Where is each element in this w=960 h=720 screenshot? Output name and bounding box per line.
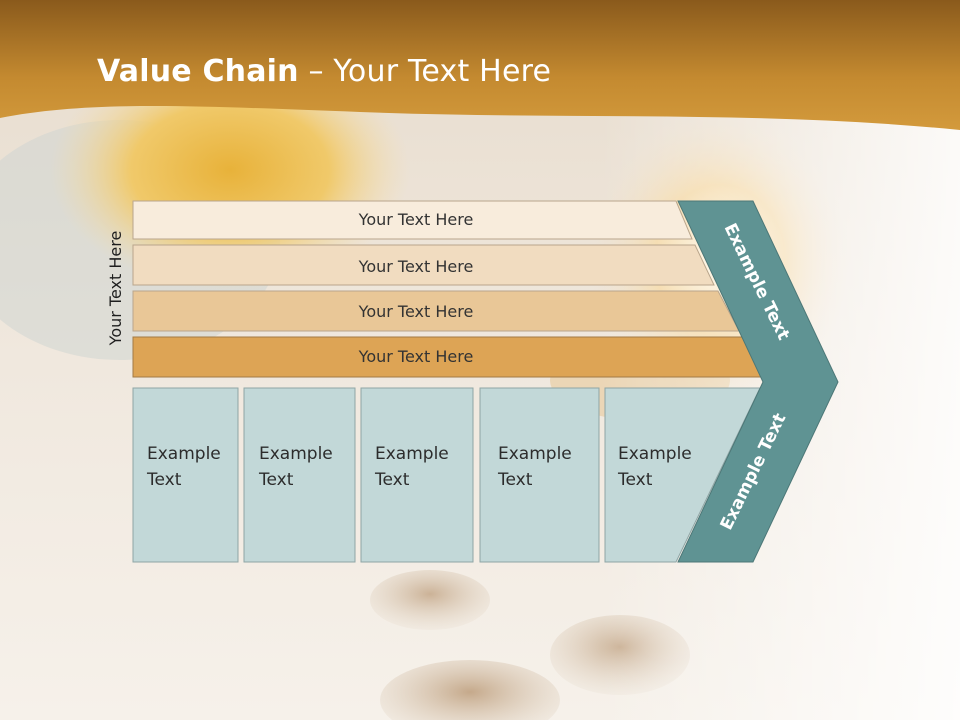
box-5-line1: Example [618, 444, 692, 464]
reflection-box-5-line1: Example [618, 662, 692, 682]
reflection-box-4 [479, 563, 600, 720]
bar-4-label: Your Text Here [358, 347, 474, 366]
reflection-box-1 [132, 563, 239, 720]
reflection-box-2 [243, 563, 356, 720]
bar-2-label: Your Text Here [358, 257, 474, 276]
reflection-box-3-line2: Text [374, 636, 410, 656]
reflection: Example Text Example Text Example Text E… [132, 563, 827, 720]
reflection-box-5-line2: Text [617, 636, 653, 656]
box-2-shape [243, 387, 356, 563]
box-2-line2: Text [258, 470, 294, 490]
chevron-shape [677, 200, 839, 563]
title-rest: – Your Text Here [298, 54, 552, 89]
page-title: Value Chain – Your Text Here [97, 54, 551, 89]
box-5: Example Text [604, 387, 761, 563]
reflection-box-2-line1: Example [259, 662, 333, 682]
box-4: Example Text [479, 387, 600, 563]
box-3: Example Text [360, 387, 474, 563]
bar-1: Your Text Here [132, 200, 693, 240]
box-5-shape [604, 387, 761, 563]
reflection-chevron [678, 564, 827, 720]
box-1-line2: Text [146, 470, 182, 490]
box-3-shape [360, 387, 474, 563]
bar-3: Your Text Here [132, 290, 740, 332]
box-1-shape [132, 387, 239, 563]
box-1: Example Text [132, 387, 239, 563]
reflection-box-2-line2: Text [258, 636, 294, 656]
box-3-line1: Example [375, 444, 449, 464]
bar-4: Your Text Here [132, 336, 764, 378]
reflection-box-5 [604, 563, 752, 720]
box-3-line2: Text [374, 470, 410, 490]
title-bold: Value Chain [97, 54, 299, 89]
reflection-box-4-line1: Example [498, 662, 572, 682]
reflection-box-1-line2: Text [146, 636, 182, 656]
bar-3-label: Your Text Here [358, 302, 474, 321]
reflection-box-1-line1: Example [147, 662, 221, 682]
bar-1-label: Your Text Here [358, 210, 474, 229]
box-1-line1: Example [147, 444, 221, 464]
box-4-line1: Example [498, 444, 572, 464]
reflection-box-3 [360, 563, 474, 720]
bar-2-shape [132, 244, 715, 286]
box-2-line1: Example [259, 444, 333, 464]
reflection-box-3-line1: Example [375, 662, 449, 682]
box-5-line2: Text [617, 470, 653, 490]
box-4-shape [479, 387, 600, 563]
bar-2: Your Text Here [132, 244, 715, 286]
bar-1-shape [132, 200, 693, 240]
box-2: Example Text [243, 387, 356, 563]
reflection-box-4-line2: Text [497, 636, 533, 656]
box-4-line2: Text [497, 470, 533, 490]
